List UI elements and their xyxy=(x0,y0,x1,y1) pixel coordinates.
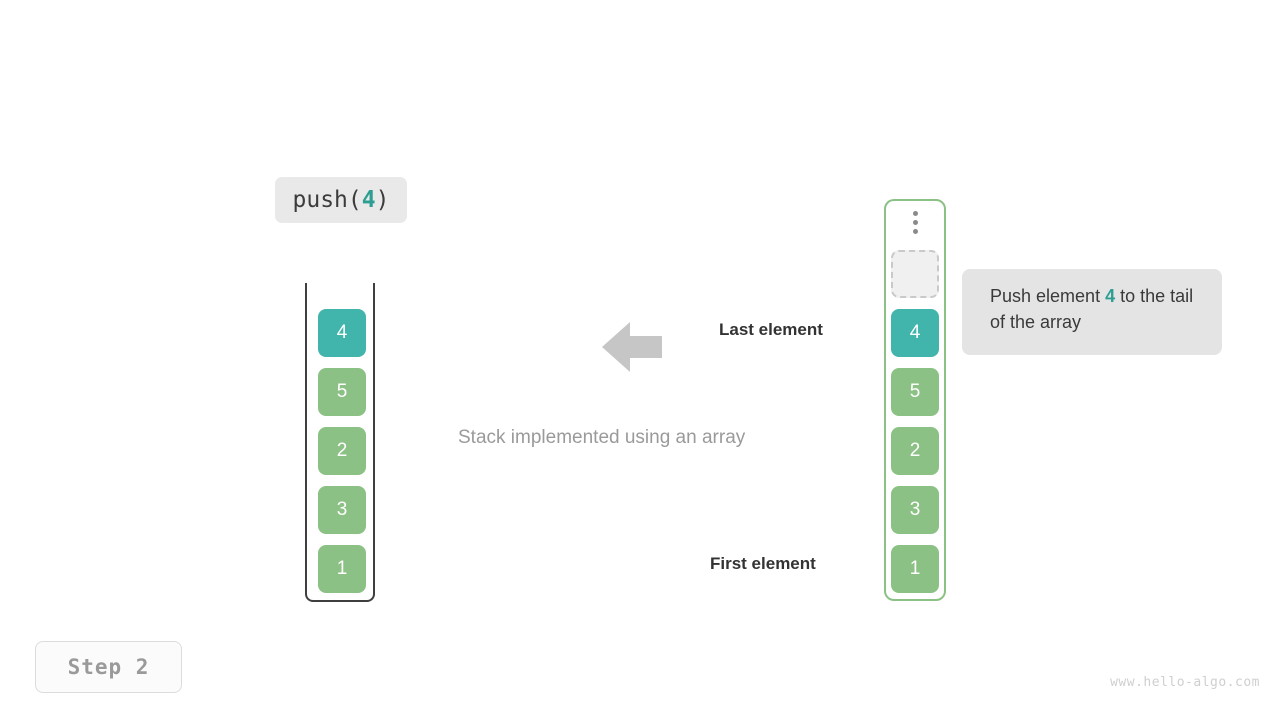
operation-paren-close: ) xyxy=(375,187,390,213)
stack-cell-value: 2 xyxy=(336,440,348,461)
ellipsis-dot xyxy=(912,229,918,234)
vertical-ellipsis-icon xyxy=(886,211,944,234)
array-cell: 5 xyxy=(891,368,939,416)
array-cell: 2 xyxy=(891,427,939,475)
stack-cell: 5 xyxy=(318,368,366,416)
array-cell-value: 2 xyxy=(909,440,921,461)
array-cell-list: 4 5 2 3 1 xyxy=(886,250,944,593)
stack-cell: 2 xyxy=(318,427,366,475)
stack-cell: 4 xyxy=(318,309,366,357)
stack-cell-value: 4 xyxy=(336,322,348,343)
array-cell-value: 3 xyxy=(909,499,921,520)
operation-label: push(4) xyxy=(275,177,407,223)
last-element-label: Last element xyxy=(719,320,823,339)
stack-cell-list: 4 5 2 3 1 xyxy=(307,309,377,593)
watermark: www.hello-algo.com xyxy=(1110,675,1260,690)
array-cell-value: 4 xyxy=(909,322,921,343)
ellipsis-dot xyxy=(912,211,918,216)
array-cell-value: 5 xyxy=(909,381,921,402)
tooltip-callout: Push element 4 to the tail of the array xyxy=(962,269,1222,355)
stack-cell-value: 3 xyxy=(336,499,348,520)
operation-argument: 4 xyxy=(361,187,376,213)
step-badge-label: Step 2 xyxy=(67,655,150,679)
operation-name: push( xyxy=(292,187,362,213)
array-cell: 4 xyxy=(891,309,939,357)
tooltip-text-after: to the tail of the array xyxy=(990,286,1194,333)
tooltip-highlight-value: 4 xyxy=(1105,286,1116,306)
stack-cell-value: 5 xyxy=(336,381,348,402)
first-element-label: First element xyxy=(710,554,816,573)
stack-container: 4 5 2 3 1 xyxy=(305,283,375,602)
stack-cell-value: 1 xyxy=(336,558,348,579)
array-cell-empty xyxy=(891,250,939,298)
array-cell-value: 1 xyxy=(909,558,921,579)
step-badge: Step 2 xyxy=(35,641,182,693)
arrow-left-icon xyxy=(602,320,662,374)
array-cell: 3 xyxy=(891,486,939,534)
diagram-caption: Stack implemented using an array xyxy=(458,427,746,448)
ellipsis-dot xyxy=(912,220,918,225)
stack-cell: 3 xyxy=(318,486,366,534)
array-cell: 1 xyxy=(891,545,939,593)
array-container: 4 5 2 3 1 xyxy=(884,199,946,601)
tooltip-text-before: Push element xyxy=(990,286,1106,306)
stack-cell: 1 xyxy=(318,545,366,593)
